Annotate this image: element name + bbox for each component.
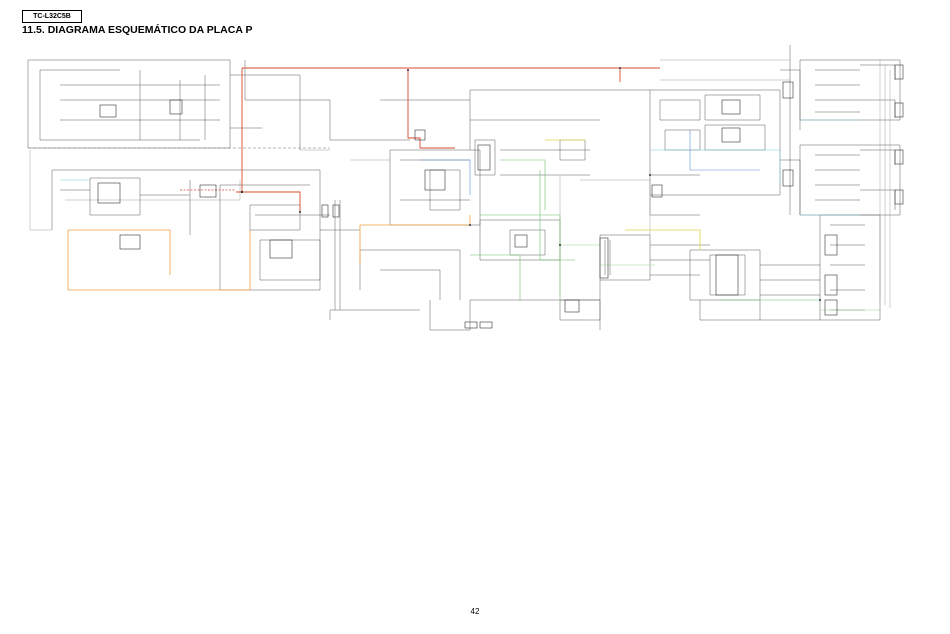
secondary-wiring (29, 59, 891, 308)
green-nets (470, 159, 880, 311)
junction-dots (240, 67, 821, 301)
orange-nets (67, 215, 471, 291)
component-blocks (97, 64, 904, 329)
yellow-nets (545, 139, 701, 250)
page-number: 42 (470, 607, 480, 616)
gray-wiring (27, 45, 901, 331)
page-title: 11.5. DIAGRAMA ESQUEMÁTICO DA PLACA P (22, 24, 253, 36)
blue-nets (60, 119, 860, 216)
model-label: TC-L32C5B (22, 10, 82, 23)
red-nets (180, 67, 660, 212)
